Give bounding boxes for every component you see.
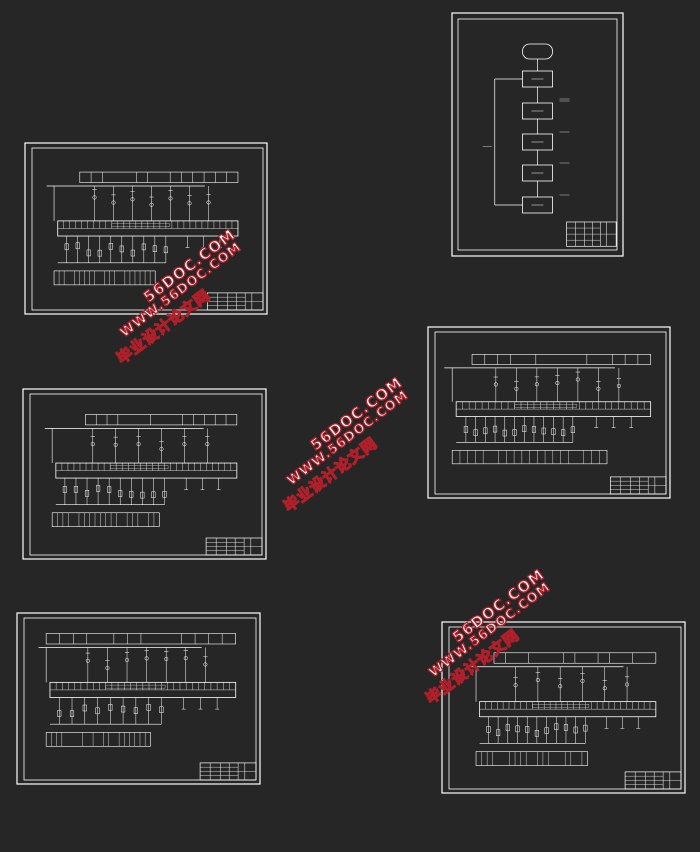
io-table — [45, 732, 151, 747]
flow-start — [522, 43, 553, 60]
title-block — [624, 771, 682, 790]
wiring-diagram — [444, 354, 652, 465]
title-block — [205, 537, 263, 556]
sheet-4 — [427, 326, 671, 499]
sheet-inner-frame — [31, 147, 264, 311]
sheet-inner-frame — [23, 617, 257, 781]
wiring-diagram — [46, 171, 239, 286]
sheet-1 — [24, 142, 268, 315]
sheet-inner-frame — [434, 331, 667, 495]
wiring-diagram — [38, 633, 237, 747]
title-block — [566, 221, 617, 247]
sheet-inner-frame — [457, 18, 618, 251]
wiring-diagram — [468, 652, 657, 766]
sheet-2 — [22, 388, 267, 560]
title-block — [199, 762, 257, 781]
title-block — [609, 476, 667, 495]
sheet-border — [22, 388, 267, 560]
sheet-3 — [16, 612, 261, 785]
wiring-diagram — [44, 414, 238, 527]
sheet-border — [451, 12, 624, 257]
sheet-border — [427, 326, 671, 499]
sheet-inner-frame — [29, 393, 263, 556]
sheet-5 — [441, 621, 686, 794]
sheet-inner-frame — [448, 626, 682, 790]
io-table — [475, 751, 588, 766]
sheet-flowchart — [451, 12, 624, 257]
sheet-border — [441, 621, 686, 794]
title-block — [206, 292, 264, 311]
sheet-border — [16, 612, 261, 785]
sheet-border — [24, 142, 268, 315]
